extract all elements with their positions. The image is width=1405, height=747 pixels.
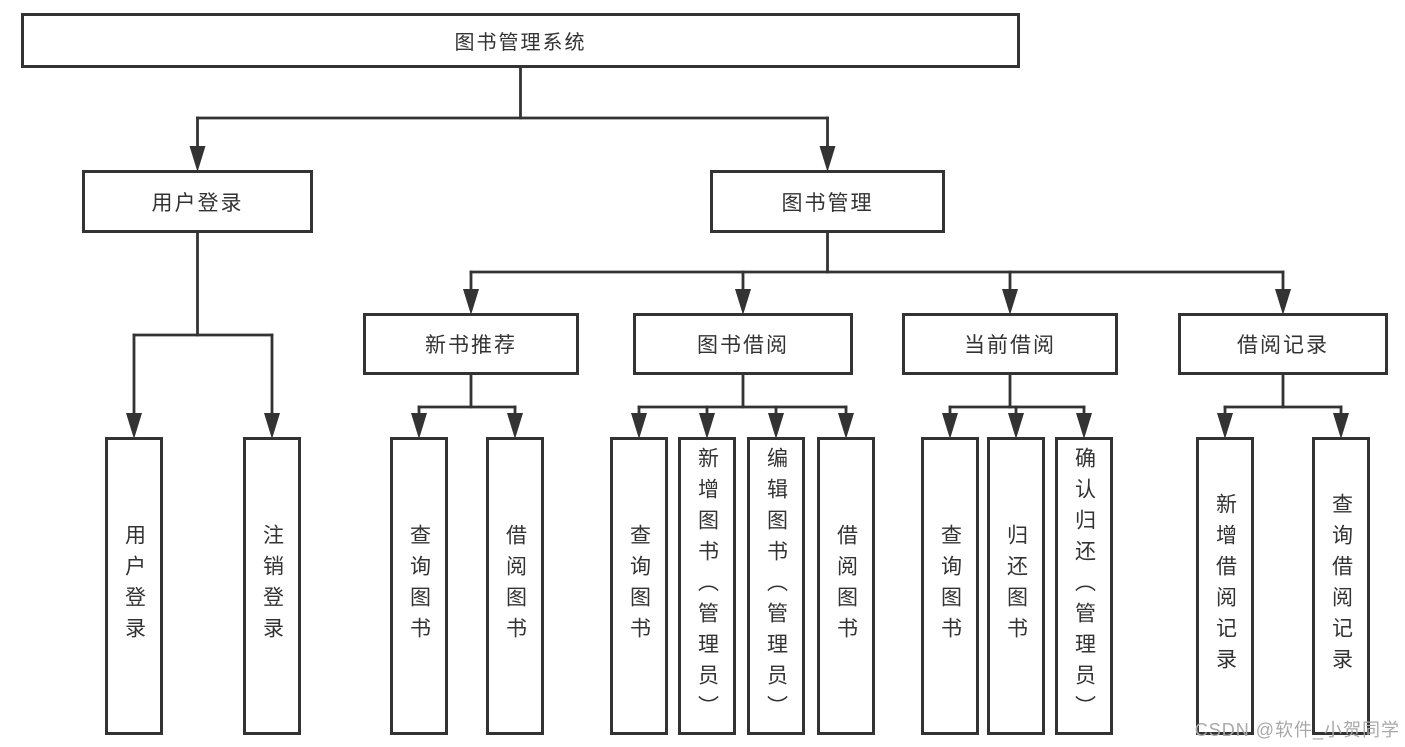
leaf-borrow-books: 借阅图书 [817,437,875,735]
leaf-label: 查询图书 [407,524,431,648]
leaf-add-borrow-record: 新增借阅记录 [1196,437,1254,735]
leaf-query-books: 查询图书 [610,437,668,735]
node-label: 新书推荐 [425,334,517,357]
node-label: 借阅记录 [1237,334,1329,357]
node-label: 图书管理系统 [454,32,587,54]
node-label: 图书管理 [781,191,874,215]
leaf-label: 查询借阅记录 [1329,493,1353,679]
leaf-label: 用户登录 [122,524,146,648]
leaf-logout: 注销登录 [243,437,301,735]
leaf-confirm-return-admin: 确认归还（管理员） [1055,437,1113,735]
node-borrowing-records: 借阅记录 [1178,313,1388,375]
leaf-add-books-admin: 新增图书（管理员） [678,437,736,735]
leaf-label: 编辑图书（管理员） [764,446,788,726]
leaf-query-books: 查询图书 [390,437,448,735]
leaf-label: 借阅图书 [834,524,858,648]
node-new-book-recommendation: 新书推荐 [363,313,579,375]
node-label: 图书借阅 [697,334,789,357]
leaf-label: 借阅图书 [503,524,527,648]
csdn-watermark: CSDN @软件_小贺同学 [1194,720,1400,740]
node-user-login: 用户登录 [82,170,313,233]
leaf-label: 查询图书 [938,524,962,648]
leaf-label: 查询图书 [627,524,651,648]
leaf-edit-books-admin: 编辑图书（管理员） [747,437,805,735]
leaf-label: 新增借阅记录 [1213,493,1237,679]
node-book-borrowing: 图书借阅 [633,313,853,375]
leaf-label: 确认归还（管理员） [1072,446,1096,726]
node-library-management-system: 图书管理系统 [21,13,1020,68]
leaf-query-borrow-record: 查询借阅记录 [1312,437,1370,735]
leaf-label: 新增图书（管理员） [695,446,719,726]
leaf-label: 归还图书 [1004,524,1028,648]
node-label: 用户登录 [151,191,244,215]
leaf-borrow-books: 借阅图书 [486,437,544,735]
leaf-user-login: 用户登录 [105,437,163,735]
leaf-return-books: 归还图书 [987,437,1045,735]
leaf-query-books: 查询图书 [921,437,979,735]
node-label: 当前借阅 [964,334,1056,357]
node-current-borrowing: 当前借阅 [902,313,1118,375]
node-book-management: 图书管理 [710,170,945,233]
leaf-label: 注销登录 [260,524,284,648]
